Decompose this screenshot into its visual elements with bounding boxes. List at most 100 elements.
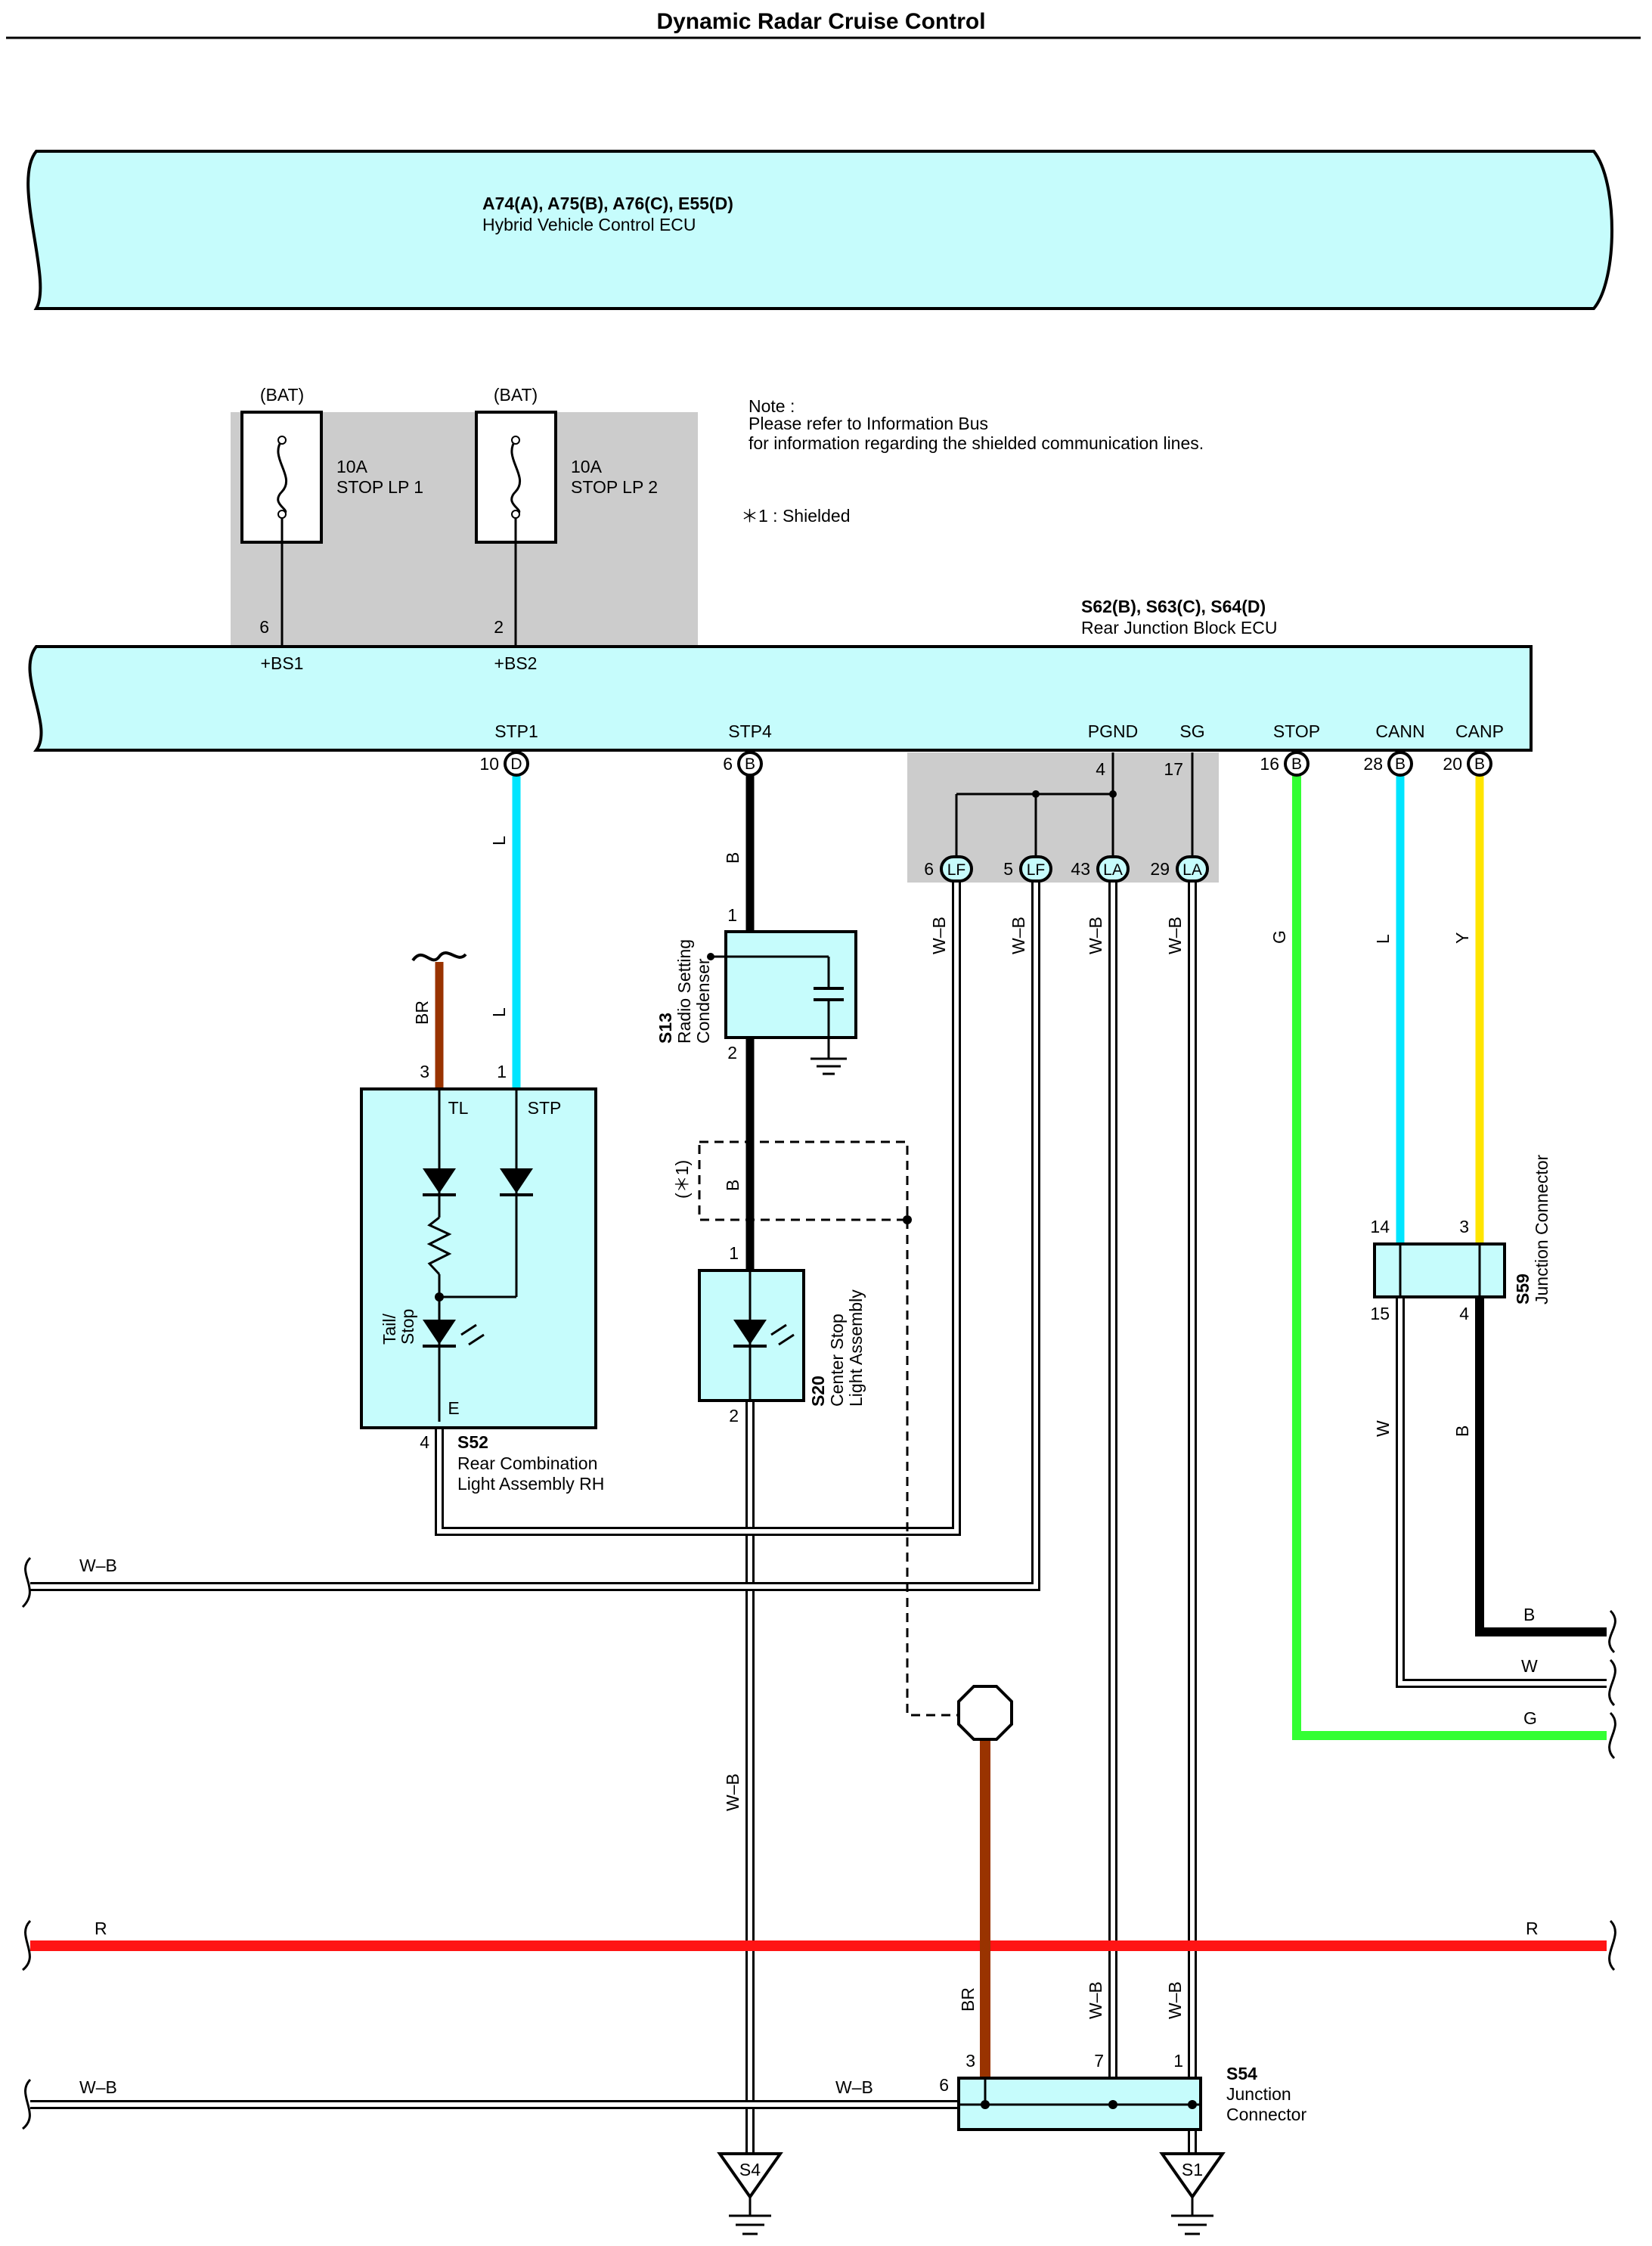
label-g-right: G: [1523, 1708, 1537, 1728]
label-y-1: Y: [1452, 932, 1472, 944]
pin-cann-num: 28: [1363, 754, 1383, 774]
note-line2: Please refer to Information Bus: [749, 414, 988, 433]
terminal-bs2: +BS2: [494, 653, 538, 673]
fuse2-name: STOP LP 2: [571, 477, 658, 497]
gnd-la29-pill: [1176, 855, 1209, 883]
ground-connectors: LF 6 LF 5 LA 43 LA 29: [924, 855, 1209, 883]
s52-stp: STP: [528, 1098, 562, 1118]
s54-pin7: 7: [1094, 2051, 1104, 2071]
s52-name2: Light Assembly RH: [457, 1474, 604, 1494]
hv-ecu-code: A74(A), A75(B), A76(C), E55(D): [482, 194, 733, 213]
gnd-lf6-pill: [940, 855, 973, 883]
s52-pin3: 3: [420, 1062, 429, 1081]
gnd-lf5-pill: [1019, 855, 1052, 883]
s54-pin3: 3: [965, 2051, 975, 2071]
gnd-lf6-code: LF: [947, 861, 966, 879]
gnd-lf5-num: 5: [1003, 859, 1013, 879]
s20-center-stop-light: 1 2 S20 Center Stop Light Assembly: [698, 1243, 866, 1425]
s13-pin1: 1: [727, 905, 737, 925]
rj-ecu-pin-connectors: D 10 B 6 4 17 B 16 B 28 B 20: [479, 751, 1492, 779]
pin-pgnd-num: 4: [1096, 759, 1105, 779]
gnd-la43-pill: [1096, 855, 1130, 883]
s20-pin1: 1: [729, 1243, 739, 1263]
pin-stp1-connector: [504, 751, 529, 777]
s52-rear-combination-light: TL STP E Tail/ Stop 3 1 4 S52 Rear Combi…: [360, 1062, 604, 1494]
label-r-left: R: [95, 1919, 107, 1938]
pin-stp1-num: 10: [479, 754, 499, 774]
label-b-3: B: [1452, 1425, 1472, 1437]
label-w-1: W: [1373, 1420, 1393, 1437]
label-w-right: W: [1521, 1656, 1538, 1676]
s52-pin4: 4: [420, 1432, 429, 1452]
label-g-1: G: [1269, 930, 1289, 944]
rj-ecu-name: Rear Junction Block ECU: [1081, 618, 1278, 638]
gnd-la43-num: 43: [1071, 859, 1090, 879]
s52-lamp-label2: Stop: [398, 1309, 417, 1345]
s52-tl: TL: [448, 1098, 469, 1118]
label-b-1: B: [723, 852, 742, 864]
gnd-lf6-num: 6: [924, 859, 934, 879]
s20-name2: Light Assembly: [846, 1289, 866, 1407]
pin-canp: CANP: [1455, 721, 1504, 741]
s52-pin1: 1: [497, 1062, 507, 1081]
s59-pin15: 15: [1370, 1304, 1390, 1323]
fuse1-source: (BAT): [260, 385, 304, 405]
s59-name: Junction Connector: [1532, 1154, 1551, 1304]
pin-cann-connector: [1387, 751, 1413, 777]
label-wb-left1: W–B: [79, 1556, 117, 1575]
pin-sg: SG: [1179, 721, 1204, 741]
label-b-2: B: [723, 1180, 742, 1191]
label-wb-lf6: W–B: [929, 917, 949, 954]
shield-box: [698, 1140, 909, 1221]
gnd-lf5-code: LF: [1027, 861, 1046, 879]
label-b-right: B: [1523, 1605, 1535, 1624]
s54-pin1: 1: [1173, 2051, 1183, 2071]
fuse-stop-lp1: (BAT) 10A STOP LP 1 6: [240, 385, 423, 647]
label-l-3: L: [1373, 934, 1393, 944]
s13-code: S13: [656, 1013, 675, 1044]
s52-e: E: [448, 1398, 459, 1418]
label-wb-s20: W–B: [723, 1773, 742, 1811]
pin-stp4-conn: B: [745, 755, 755, 773]
s13-condenser: 1 2 S13 Radio Setting Condenser: [656, 905, 857, 1075]
gnd-la29-code: LA: [1182, 861, 1202, 879]
s13-name2: Condenser: [693, 958, 713, 1044]
fuse1-rating: 10A: [336, 457, 368, 476]
label-l-1: L: [489, 836, 509, 845]
fuse2-pin: 2: [494, 617, 504, 637]
wire-stop-g: [1292, 775, 1607, 1740]
s52-code: S52: [457, 1432, 488, 1452]
pin-stop-connector: [1284, 751, 1310, 777]
s54-junction-connector: 3 7 1 6 S54 Junction Connector: [939, 2051, 1306, 2131]
fuse-stop-lp2: (BAT) 10A STOP LP 2 2: [475, 385, 658, 647]
ground-s4-label: S4: [739, 2160, 761, 2179]
terminal-bs1: +BS1: [261, 653, 304, 673]
pin-stp1-conn: D: [510, 755, 522, 773]
pin-canp-connector: [1467, 751, 1492, 777]
pin-stp4: STP4: [728, 721, 772, 741]
hv-ecu-box: [26, 150, 1613, 310]
gnd-la29-num: 29: [1150, 859, 1170, 879]
label-shield: (＊1): [672, 1160, 692, 1199]
label-r-right: R: [1526, 1919, 1539, 1938]
pin-canp-conn: B: [1474, 755, 1485, 773]
pin-stop-conn: B: [1291, 755, 1302, 773]
note-line3: for information regarding the shielded c…: [749, 433, 1204, 453]
fuse1-pin: 6: [259, 617, 269, 637]
fuse2-source: (BAT): [494, 385, 538, 405]
s52-lamp-label1: Tail/: [380, 1313, 399, 1345]
wire-s59-b: [1475, 1297, 1607, 1636]
gnd-la43-code: LA: [1103, 861, 1123, 879]
s20-pin2: 2: [729, 1406, 739, 1425]
fuse2-rating: 10A: [571, 457, 603, 476]
fuse1-name: STOP LP 1: [336, 477, 423, 497]
pin-cann: CANN: [1375, 721, 1424, 741]
s54-name1: Junction: [1226, 2084, 1291, 2104]
pin-pgnd: PGND: [1088, 721, 1138, 741]
pin-canp-num: 20: [1443, 754, 1462, 774]
label-wb-s54-7: W–B: [1086, 1981, 1105, 2019]
s20-code: S20: [808, 1376, 828, 1407]
label-br-2: BR: [958, 1987, 978, 2012]
s52-name1: Rear Combination: [457, 1453, 597, 1473]
s59-code: S59: [1513, 1273, 1533, 1304]
